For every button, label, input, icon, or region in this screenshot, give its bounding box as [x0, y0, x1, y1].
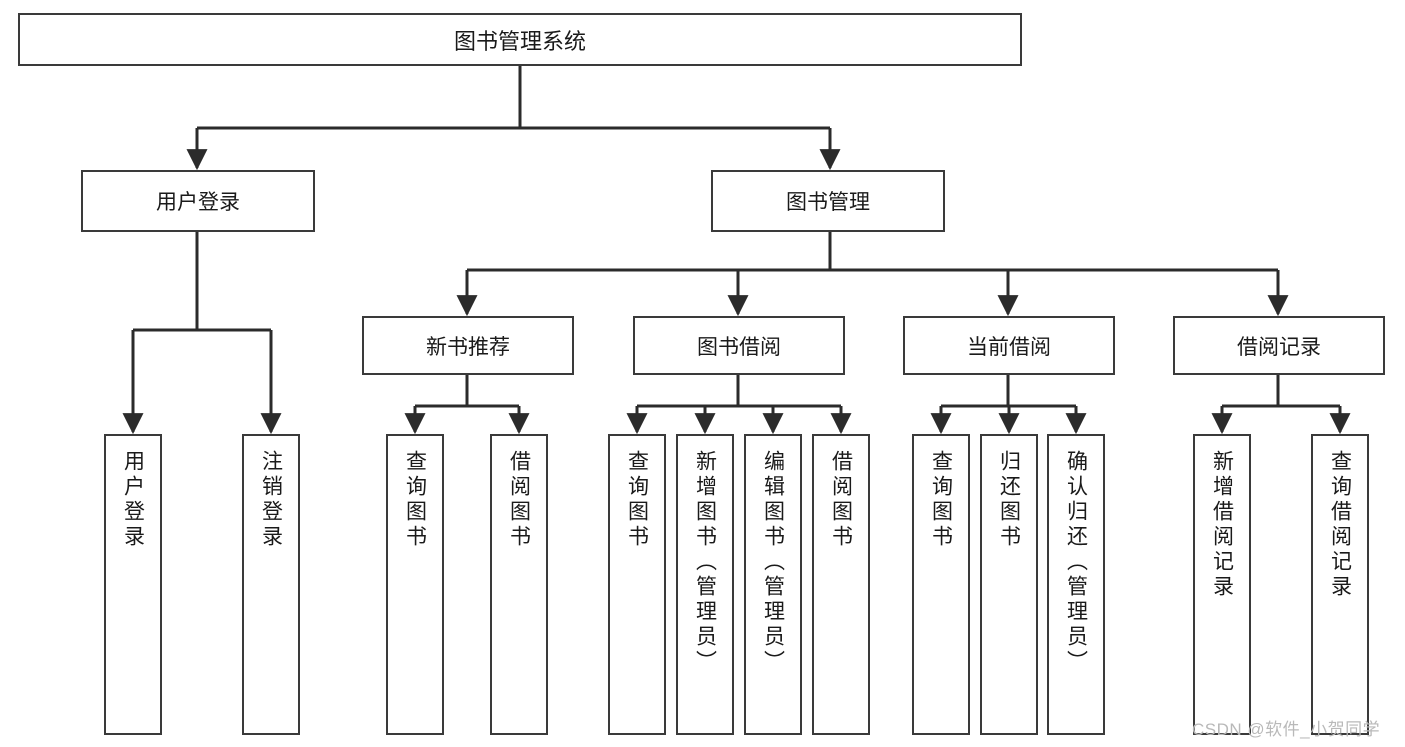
node-current-borrow[interactable]: 当前借阅	[903, 316, 1115, 375]
leaf-user-login-label: 用户登录	[121, 450, 145, 550]
leaf-return-book-label: 归还图书	[997, 450, 1021, 550]
leaf-add-book[interactable]: 新增图书（管理员）	[676, 434, 734, 735]
node-root[interactable]: 图书管理系统	[18, 13, 1022, 66]
leaf-user-logout-label: 注销登录	[259, 450, 283, 550]
leaf-query-record-label: 查询借阅记录	[1328, 450, 1352, 600]
leaf-add-record[interactable]: 新增借阅记录	[1193, 434, 1251, 735]
leaf-return-book[interactable]: 归还图书	[980, 434, 1038, 735]
leaf-edit-book[interactable]: 编辑图书（管理员）	[744, 434, 802, 735]
leaf-query-book-1-label: 查询图书	[403, 450, 427, 550]
leaf-query-book-2[interactable]: 查询图书	[608, 434, 666, 735]
leaf-borrow-book-2[interactable]: 借阅图书	[812, 434, 870, 735]
node-book-borrow[interactable]: 图书借阅	[633, 316, 845, 375]
leaf-query-book-3-label: 查询图书	[929, 450, 953, 550]
node-book-management-label: 图书管理	[786, 191, 870, 214]
leaf-user-login[interactable]: 用户登录	[104, 434, 162, 735]
node-new-book-recommend-label: 新书推荐	[426, 335, 510, 359]
node-borrow-records[interactable]: 借阅记录	[1173, 316, 1385, 375]
leaf-query-record[interactable]: 查询借阅记录	[1311, 434, 1369, 735]
node-user-login-label: 用户登录	[156, 191, 240, 214]
node-current-borrow-label: 当前借阅	[967, 335, 1051, 359]
leaf-confirm-return[interactable]: 确认归还（管理员）	[1047, 434, 1105, 735]
node-user-login[interactable]: 用户登录	[81, 170, 315, 232]
leaf-edit-book-label: 编辑图书（管理员）	[761, 450, 785, 675]
leaf-query-book-2-label: 查询图书	[625, 450, 649, 550]
leaf-add-record-label: 新增借阅记录	[1210, 450, 1234, 600]
csdn-watermark: CSDN @软件_小贺同学	[1192, 720, 1381, 739]
leaf-query-book-1[interactable]: 查询图书	[386, 434, 444, 735]
leaf-borrow-book-1-label: 借阅图书	[507, 450, 531, 550]
leaf-query-book-3[interactable]: 查询图书	[912, 434, 970, 735]
leaf-add-book-label: 新增图书（管理员）	[693, 450, 717, 675]
leaf-user-logout[interactable]: 注销登录	[242, 434, 300, 735]
leaf-borrow-book-1[interactable]: 借阅图书	[490, 434, 548, 735]
node-root-label: 图书管理系统	[453, 28, 586, 54]
leaf-confirm-return-label: 确认归还（管理员）	[1064, 450, 1088, 675]
node-book-management[interactable]: 图书管理	[711, 170, 945, 232]
node-new-book-recommend[interactable]: 新书推荐	[362, 316, 574, 375]
node-borrow-records-label: 借阅记录	[1237, 335, 1321, 359]
node-book-borrow-label: 图书借阅	[697, 335, 781, 359]
leaf-borrow-book-2-label: 借阅图书	[829, 450, 853, 550]
